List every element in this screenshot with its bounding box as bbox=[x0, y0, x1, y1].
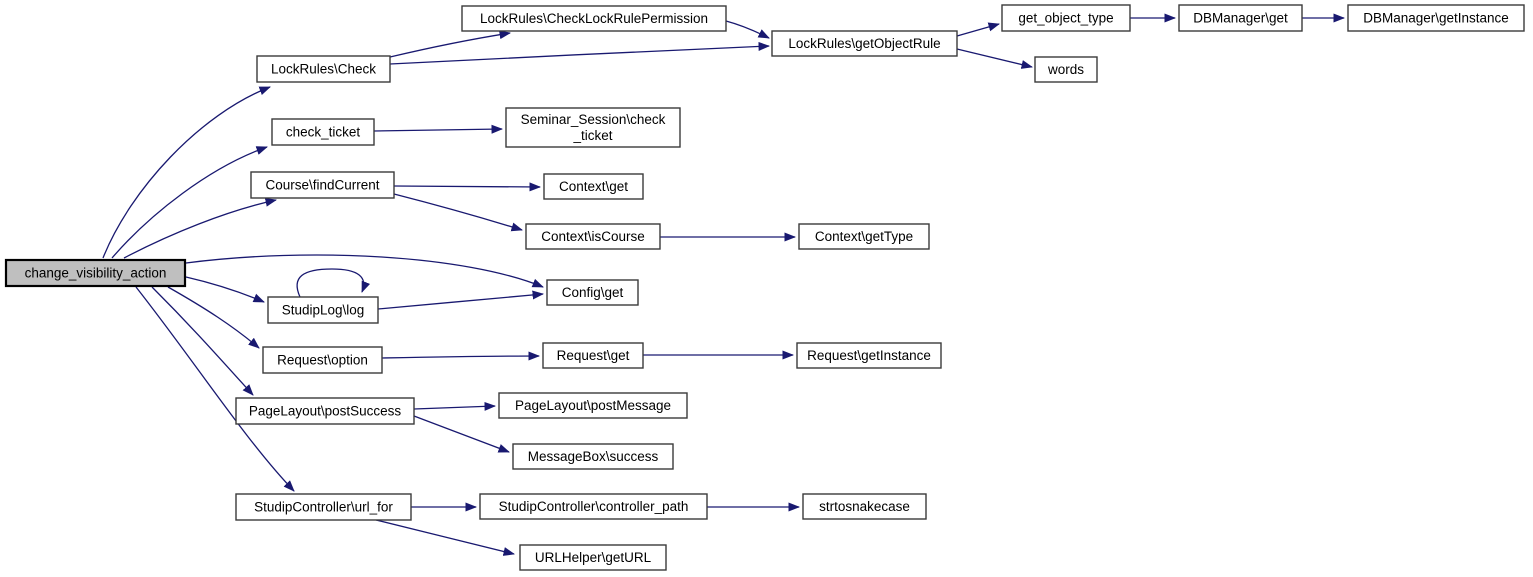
node-box-studipcontroller-url-for[interactable] bbox=[235, 493, 412, 521]
node-lockrules-checklockrulepermission[interactable]: LockRules\CheckLockRulePermission bbox=[461, 5, 727, 32]
node-box-context-get[interactable] bbox=[543, 173, 644, 200]
edge-change-visibility-action-to-course-findcurrent bbox=[123, 197, 277, 259]
edge-change-visibility-action-to-request-option bbox=[167, 286, 260, 349]
edge-course-findcurrent-to-context-get bbox=[393, 182, 541, 192]
node-box-get-object-type[interactable] bbox=[1001, 4, 1131, 32]
node-lockrules-getobjectrule[interactable]: LockRules\getObjectRule bbox=[771, 30, 958, 57]
node-box-context-gettype[interactable] bbox=[798, 223, 930, 250]
node-words[interactable]: words bbox=[1034, 56, 1098, 83]
node-box-check-ticket[interactable] bbox=[271, 118, 375, 146]
node-box-pagelayout-postmessage[interactable] bbox=[498, 392, 688, 419]
node-box-course-findcurrent[interactable] bbox=[250, 171, 395, 199]
node-lockrules-check[interactable]: LockRules\Check bbox=[256, 55, 391, 83]
edge-pagelayout-postsuccess-to-messagebox-success bbox=[413, 415, 510, 453]
edge-change-visibility-action-to-studiplog-log bbox=[185, 276, 265, 303]
node-box-request-getinstance[interactable] bbox=[796, 342, 942, 369]
node-seminar-session-check-ticket[interactable]: Seminar_Session\check_ticket bbox=[505, 107, 681, 148]
node-box-lockrules-checklockrulepermission[interactable] bbox=[461, 5, 727, 32]
node-request-getinstance[interactable]: Request\getInstance bbox=[796, 342, 942, 369]
node-course-findcurrent[interactable]: Course\findCurrent bbox=[250, 171, 395, 199]
edge-course-findcurrent-to-context-iscourse bbox=[393, 193, 523, 232]
node-box-context-iscourse[interactable] bbox=[525, 223, 661, 250]
node-box-change-visibility-action[interactable] bbox=[4, 258, 187, 288]
node-context-get[interactable]: Context\get bbox=[543, 173, 644, 200]
node-request-get[interactable]: Request\get bbox=[542, 342, 644, 369]
edge-lockrules-getobjectrule-to-get-object-type bbox=[956, 22, 1000, 37]
node-dbmanager-getinstance[interactable]: DBManager\getInstance bbox=[1347, 4, 1525, 32]
edge-change-visibility-action-to-check-ticket bbox=[111, 146, 268, 259]
node-box-config-get[interactable] bbox=[546, 279, 639, 306]
node-change-visibility-action[interactable]: change_visibility_action bbox=[4, 258, 187, 288]
edge-change-visibility-action-to-pagelayout-postsuccess bbox=[151, 286, 254, 396]
edge-lockrules-checklockrulepermission-to-lockrules-getobjectrule bbox=[725, 20, 770, 39]
node-box-lockrules-getobjectrule[interactable] bbox=[771, 30, 958, 57]
node-studipcontroller-controller-path[interactable]: StudipController\controller_path bbox=[479, 493, 708, 520]
edge-lockrules-check-to-lockrules-checklockrulepermission bbox=[389, 30, 511, 58]
edge-check-ticket-to-seminar-session-check-ticket bbox=[373, 124, 503, 134]
edge-pagelayout-postsuccess-to-pagelayout-postmessage bbox=[413, 401, 496, 411]
node-box-studiplog-log[interactable] bbox=[267, 296, 379, 324]
node-box-messagebox-success[interactable] bbox=[512, 443, 674, 470]
node-box-seminar-session-check-ticket[interactable] bbox=[505, 107, 681, 148]
edge-studiplog-log-to-studiplog-log bbox=[296, 268, 371, 298]
node-box-dbmanager-get[interactable] bbox=[1178, 4, 1303, 32]
node-studiplog-log[interactable]: StudipLog\log bbox=[267, 296, 379, 324]
node-check-ticket[interactable]: check_ticket bbox=[271, 118, 375, 146]
edge-change-visibility-action-to-studipcontroller-url-for bbox=[135, 286, 295, 492]
node-box-dbmanager-getinstance[interactable] bbox=[1347, 4, 1525, 32]
node-box-request-option[interactable] bbox=[262, 346, 383, 374]
node-urlhelper-geturl[interactable]: URLHelper\getURL bbox=[519, 544, 667, 571]
node-layer: change_visibility_actionLockRules\CheckL… bbox=[4, 4, 1525, 571]
node-messagebox-success[interactable]: MessageBox\success bbox=[512, 443, 674, 470]
node-box-studipcontroller-controller-path[interactable] bbox=[479, 493, 708, 520]
edge-lockrules-check-to-lockrules-getobjectrule bbox=[389, 41, 770, 65]
node-context-gettype[interactable]: Context\getType bbox=[798, 223, 930, 250]
edge-request-option-to-request-get bbox=[381, 351, 540, 361]
node-box-request-get[interactable] bbox=[542, 342, 644, 369]
node-context-iscourse[interactable]: Context\isCourse bbox=[525, 223, 661, 250]
node-box-lockrules-check[interactable] bbox=[256, 55, 391, 83]
node-studipcontroller-url-for[interactable]: StudipController\url_for bbox=[235, 493, 412, 521]
node-config-get[interactable]: Config\get bbox=[546, 279, 639, 306]
node-get-object-type[interactable]: get_object_type bbox=[1001, 4, 1131, 32]
node-pagelayout-postsuccess[interactable]: PageLayout\postSuccess bbox=[235, 397, 415, 425]
node-strtosnakecase[interactable]: strtosnakecase bbox=[802, 493, 927, 520]
edge-studipcontroller-url-for-to-urlhelper-geturl bbox=[375, 519, 515, 556]
node-box-strtosnakecase[interactable] bbox=[802, 493, 927, 520]
node-box-words[interactable] bbox=[1034, 56, 1098, 83]
edge-studiplog-log-to-config-get bbox=[377, 290, 544, 310]
edge-layer bbox=[102, 13, 1345, 556]
edge-lockrules-getobjectrule-to-words bbox=[956, 48, 1033, 69]
edge-change-visibility-action-to-lockrules-check bbox=[102, 86, 271, 259]
node-pagelayout-postmessage[interactable]: PageLayout\postMessage bbox=[498, 392, 688, 419]
node-dbmanager-get[interactable]: DBManager\get bbox=[1178, 4, 1303, 32]
node-box-urlhelper-geturl[interactable] bbox=[519, 544, 667, 571]
edge-change-visibility-action-to-config-get bbox=[185, 254, 544, 288]
node-box-pagelayout-postsuccess[interactable] bbox=[235, 397, 415, 425]
node-request-option[interactable]: Request\option bbox=[262, 346, 383, 374]
